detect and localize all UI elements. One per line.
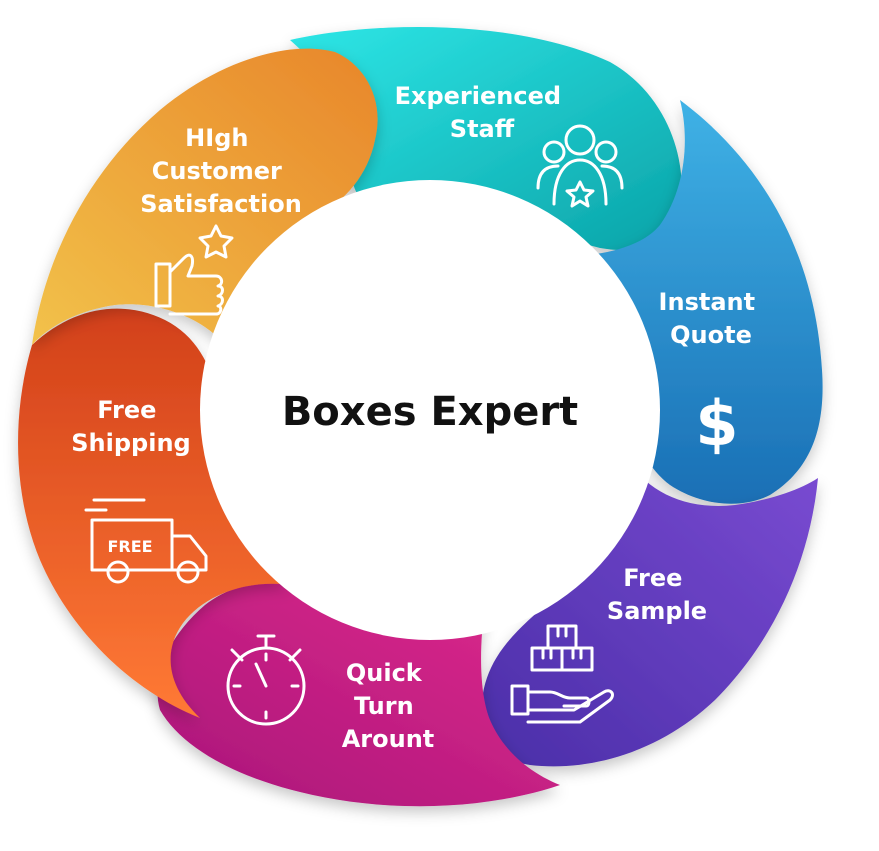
segment-labels: Experienced Staff Instant Quote Free Sam… — [71, 82, 764, 753]
segment-free-shipping — [18, 308, 290, 718]
label-free-sample: Free Sample — [607, 564, 707, 625]
label-quick-turn-around: Quick Turn Arount — [342, 659, 435, 753]
delivery-truck-icon: FREE — [84, 498, 208, 584]
center-disc — [200, 180, 660, 640]
segment-high-customer-satisfaction — [32, 48, 378, 346]
center-title: Boxes Expert — [282, 389, 578, 435]
thumbs-up-star-icon — [154, 224, 234, 316]
label-instant-quote: Instant Quote — [659, 288, 764, 349]
stopwatch-icon — [226, 634, 306, 726]
segment-instant-quote — [560, 100, 823, 504]
boxes-on-hand-icon — [510, 624, 614, 724]
segment-free-sample — [481, 460, 818, 767]
label-high-customer-satisfaction: HIgh Customer Satisfaction — [140, 124, 302, 218]
dollar-icon: $ — [695, 387, 738, 460]
truck-free-text: FREE — [107, 537, 152, 556]
label-free-shipping: Free Shipping — [71, 396, 190, 457]
label-experienced-staff: Experienced Staff — [395, 82, 570, 143]
team-icon — [536, 124, 624, 208]
